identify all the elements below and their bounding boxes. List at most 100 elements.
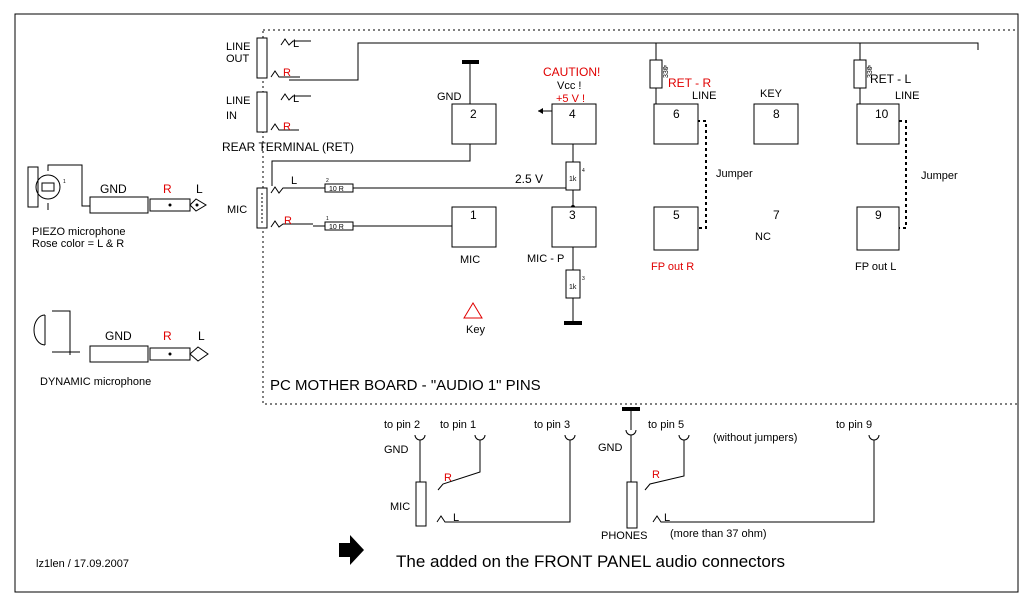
dynamic-l: L	[198, 329, 205, 343]
ret-l-label: RET - L	[870, 72, 911, 86]
r2-value: 10 R	[329, 186, 344, 193]
pin-2	[451, 103, 497, 145]
r2-num: 2	[326, 178, 329, 184]
pin-7-num: 7	[773, 208, 780, 222]
front-mic-jack	[414, 434, 576, 527]
piezo-l: L	[196, 182, 203, 196]
pin-9	[856, 206, 900, 251]
r5-value: 330	[663, 66, 670, 78]
motherboard-border	[262, 29, 1019, 405]
pin-10-num: 10	[875, 107, 889, 121]
line-out-label-2: OUT	[226, 53, 250, 65]
to-pin-3-label: to pin 3	[534, 419, 570, 431]
pin-4-num: 4	[569, 107, 576, 121]
gnd-bar-top	[462, 60, 479, 64]
front-mic-gnd: GND	[384, 444, 409, 456]
r1-value: 10 R	[329, 224, 344, 231]
front-phones-r: R	[652, 469, 660, 481]
gnd-bar-bottom	[564, 321, 582, 325]
jumper-6-5	[697, 120, 707, 229]
front-phones-gnd: GND	[598, 442, 623, 454]
to-pin-2-label: to pin 2	[384, 419, 420, 431]
jumper-label-left: Jumper	[716, 168, 753, 180]
outer-frame	[14, 13, 1019, 593]
plus5v-label: +5 V !	[556, 93, 585, 105]
mic-jack	[256, 186, 313, 229]
jumper-10-9	[899, 120, 907, 229]
pin-8	[753, 103, 799, 145]
r3-value: 1k	[569, 284, 577, 291]
fp-out-r-label: FP out R	[651, 261, 694, 273]
pin-2-num: 2	[470, 107, 477, 121]
front-mic-label: MIC	[390, 501, 410, 513]
r4-num: 4	[582, 168, 585, 174]
pin-1-num: 1	[470, 208, 477, 222]
line-label-r: LINE	[692, 90, 716, 102]
dynamic-r: R	[163, 329, 172, 343]
board-title: PC MOTHER BOARD - "AUDIO 1" PINS	[270, 377, 541, 394]
warning-triangle-icon	[463, 302, 483, 319]
resistor-r6	[853, 59, 867, 89]
pin-5-num: 5	[673, 208, 680, 222]
jumper-label-right: Jumper	[921, 170, 958, 182]
ret-r-label: RET - R	[668, 76, 711, 90]
line-in-l: L	[293, 93, 299, 105]
to-pin-5-label: to pin 5	[648, 419, 684, 431]
mic-jack-label: MIC	[227, 204, 247, 216]
mic-jack-l: L	[291, 175, 297, 187]
mic-jack-r: R	[284, 215, 292, 227]
r3-num: 3	[582, 276, 585, 282]
nc-label: NC	[755, 231, 771, 243]
caution-label: CAUTION!	[543, 65, 600, 79]
pin-5	[653, 206, 699, 251]
front-mic-l: L	[453, 512, 459, 524]
line-in-label-2: IN	[226, 110, 237, 122]
line-in-r: R	[283, 121, 291, 133]
mic-pin-label: MIC	[460, 254, 480, 266]
more-than-label: (more than 37 ohm)	[670, 528, 767, 540]
author-label: lz1len / 17.09.2007	[36, 558, 129, 570]
pin-3	[551, 206, 597, 248]
line-label-l: LINE	[895, 90, 919, 102]
line-out-jack	[256, 37, 979, 81]
without-jumpers-label: (without jumpers)	[713, 432, 797, 444]
gnd-label-board: GND	[437, 91, 462, 103]
line-in-label-1: LINE	[226, 95, 250, 107]
dynamic-gnd: GND	[105, 329, 132, 343]
dynamic-mic-icon	[33, 310, 209, 363]
r5-num: 5	[664, 65, 667, 71]
pin-6	[653, 103, 699, 145]
vcc-label: Vcc !	[557, 80, 581, 92]
line-out-r: R	[283, 67, 291, 79]
piezo-r: R	[163, 182, 172, 196]
piezo-label-2: Rose color = L & R	[32, 238, 124, 250]
pin-4	[551, 103, 597, 145]
to-pin-1-label: to pin 1	[440, 419, 476, 431]
key-small-label: Key	[466, 324, 485, 336]
pin-6-num: 6	[673, 107, 680, 121]
front-mic-r: R	[444, 472, 452, 484]
r6-num: 6	[868, 65, 871, 71]
piezo-label-1: PIEZO microphone	[32, 226, 126, 238]
to-pin-9-label: to pin 9	[836, 419, 872, 431]
front-panel-caption: The added on the FRONT PANEL audio conne…	[396, 552, 785, 571]
front-phones-l: L	[664, 512, 670, 524]
resistor-r5	[649, 59, 663, 89]
line-out-l: L	[293, 38, 299, 50]
fp-out-l-label: FP out L	[855, 261, 896, 273]
pin-10	[856, 103, 900, 145]
piezo-mic-icon	[27, 164, 207, 214]
pin-1	[451, 206, 497, 248]
mic-p-label: MIC - P	[527, 253, 564, 265]
dynamic-label: DYNAMIC microphone	[40, 376, 151, 388]
r6-value: 330	[867, 66, 874, 78]
pin-8-num: 8	[773, 107, 780, 121]
r1-num: 1	[326, 216, 329, 222]
piezo-gnd: GND	[100, 182, 127, 196]
piezo-num: 1	[63, 179, 66, 185]
line-out-label-1: LINE	[226, 41, 250, 53]
pin-9-num: 9	[875, 208, 882, 222]
key-label: KEY	[760, 88, 783, 100]
line-in-jack	[256, 91, 311, 133]
